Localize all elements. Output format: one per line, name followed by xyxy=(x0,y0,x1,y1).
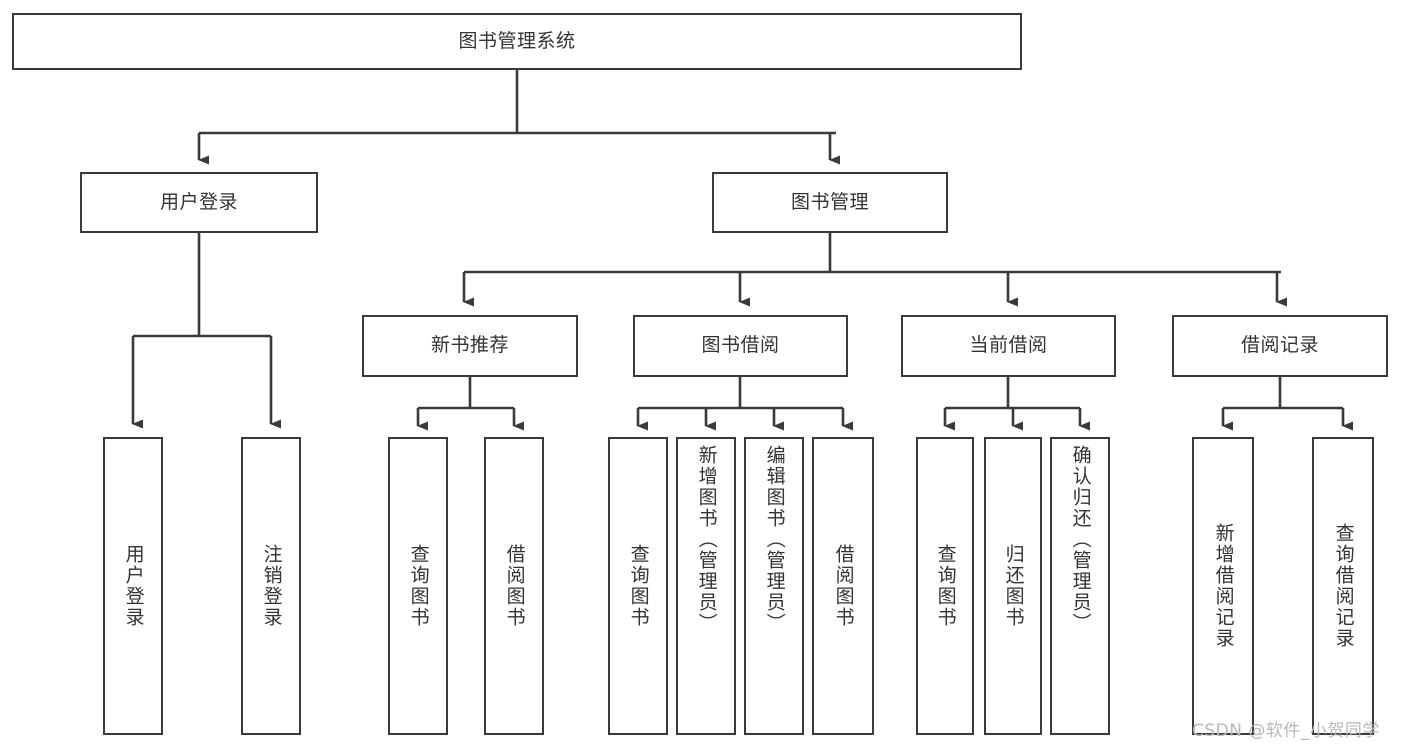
node-leaf-query-borrow-record[interactable]: 查询借阅记录 xyxy=(1312,437,1374,735)
node-label: 新增借阅记录 xyxy=(1212,523,1235,649)
node-leaf-logout[interactable]: 注销登录 xyxy=(241,437,301,735)
node-label: 归还图书 xyxy=(1002,544,1025,628)
node-leaf-confirm-return-admin[interactable]: 确认归还（管理员） xyxy=(1050,437,1110,735)
node-label: 图书管理系统 xyxy=(458,29,576,52)
node-label: 注销登录 xyxy=(260,544,283,628)
node-leaf-return-book[interactable]: 归还图书 xyxy=(984,437,1042,735)
node-label: 借阅图书 xyxy=(832,544,855,628)
node-label: 用户登录 xyxy=(159,190,238,213)
node-label: 图书借阅 xyxy=(701,334,780,357)
node-leaf-borrow-book[interactable]: 借阅图书 xyxy=(812,437,874,735)
node-label: 图书管理 xyxy=(790,190,869,213)
node-new-book-recommend[interactable]: 新书推荐 xyxy=(362,315,578,377)
node-label: 借阅图书 xyxy=(503,544,526,628)
node-leaf-add-book-admin[interactable]: 新增图书（管理员） xyxy=(676,437,736,735)
node-book-borrow[interactable]: 图书借阅 xyxy=(633,315,848,377)
node-label: 查询图书 xyxy=(627,544,650,628)
node-label: 用户登录 xyxy=(122,544,145,628)
node-leaf-edit-book-admin[interactable]: 编辑图书（管理员） xyxy=(744,437,804,735)
node-label: 查询借阅记录 xyxy=(1332,523,1355,649)
node-label: 新书推荐 xyxy=(430,334,509,357)
node-label: 当前借阅 xyxy=(969,334,1048,357)
node-label: 查询图书 xyxy=(407,544,430,628)
node-leaf-add-borrow-record[interactable]: 新增借阅记录 xyxy=(1192,437,1254,735)
node-label: 查询图书 xyxy=(934,544,957,628)
node-leaf-query-book-recommend[interactable]: 查询图书 xyxy=(388,437,448,735)
node-user-login[interactable]: 用户登录 xyxy=(80,172,318,233)
csdn-watermark: CSDN @软件_小贺同学 xyxy=(1192,721,1380,741)
node-borrow-record[interactable]: 借阅记录 xyxy=(1172,315,1388,377)
node-leaf-query-book-current[interactable]: 查询图书 xyxy=(916,437,974,735)
node-root-book-management-system[interactable]: 图书管理系统 xyxy=(12,13,1022,70)
node-leaf-user-login[interactable]: 用户登录 xyxy=(103,437,163,735)
node-label: 新增图书（管理员） xyxy=(695,445,718,634)
node-label: 编辑图书（管理员） xyxy=(763,445,786,634)
node-label: 确认归还（管理员） xyxy=(1069,445,1092,634)
node-leaf-query-book[interactable]: 查询图书 xyxy=(608,437,668,735)
node-label: 借阅记录 xyxy=(1240,334,1319,357)
node-leaf-borrow-book-recommend[interactable]: 借阅图书 xyxy=(484,437,544,735)
node-book-management[interactable]: 图书管理 xyxy=(712,172,948,233)
node-current-borrow[interactable]: 当前借阅 xyxy=(901,315,1116,377)
